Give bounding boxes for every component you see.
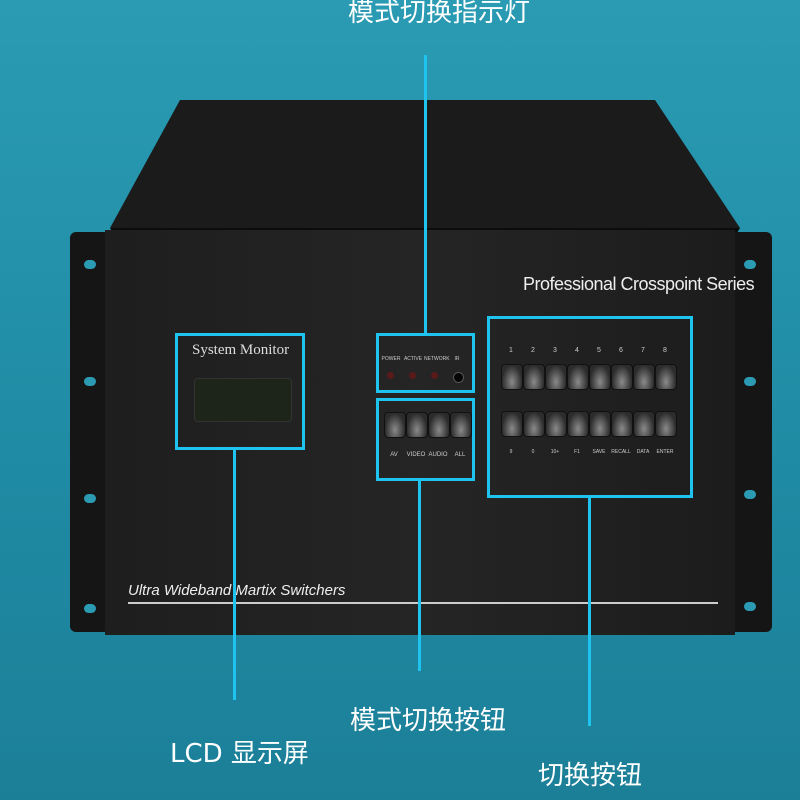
function-button-f1[interactable] (567, 411, 589, 437)
ir-sensor (453, 372, 464, 383)
left-rack-ear (70, 232, 110, 632)
switch-number-label: 4 (575, 347, 579, 354)
function-button-label: 10+ (550, 449, 560, 455)
function-button-label: DATA (636, 449, 650, 455)
function-button-data[interactable] (633, 411, 655, 437)
indicator-led (387, 372, 394, 379)
function-button-0[interactable] (523, 411, 545, 437)
indicator-leader-line (424, 55, 427, 335)
lcd-title: System Monitor (192, 342, 290, 358)
switch-buttons-annotation: 切换按钮 (538, 761, 643, 791)
mode-button-box (376, 398, 475, 481)
function-button-10+[interactable] (545, 411, 567, 437)
switch-number-label: 7 (641, 347, 645, 354)
switch-button-4[interactable] (567, 364, 589, 390)
function-button-label: 9 (509, 449, 513, 455)
mode-leader-line (418, 481, 421, 671)
mode-button-video[interactable] (406, 412, 428, 438)
function-button-label: SAVE (592, 449, 606, 455)
mode-button-av[interactable] (384, 412, 406, 438)
function-button-label: F1 (574, 449, 580, 455)
lcd-screen (194, 378, 292, 422)
mode-button-label: VIDEO (406, 452, 426, 458)
indicator-led (409, 372, 416, 379)
switch-button-8[interactable] (655, 364, 677, 390)
indicator-led (431, 372, 438, 379)
switch-button-1[interactable] (501, 364, 523, 390)
function-button-label: ENTER (656, 449, 674, 455)
mode-button-all[interactable] (450, 412, 472, 438)
switch-button-2[interactable] (523, 364, 545, 390)
switch-leader-line (588, 498, 591, 726)
indicator-annotation: 模式切换指示灯 (348, 0, 531, 28)
indicator-label: ACTIVE (403, 356, 423, 362)
indicator-label: POWER (381, 356, 401, 362)
indicator-box (376, 333, 475, 393)
function-button-recall[interactable] (611, 411, 633, 437)
switch-number-label: 6 (619, 347, 623, 354)
switch-number-label: 8 (663, 347, 667, 354)
switch-number-label: 2 (531, 347, 535, 354)
lcd-box (175, 333, 305, 450)
indicator-label: IR (454, 356, 460, 362)
function-button-label: 0 (531, 449, 535, 455)
switch-number-label: 5 (597, 347, 601, 354)
right-rack-ear (728, 232, 772, 632)
lcd-annotation: LCD 显示屏 (170, 739, 309, 769)
function-button-save[interactable] (589, 411, 611, 437)
mode-button-audio[interactable] (428, 412, 450, 438)
switch-number-label: 3 (553, 347, 557, 354)
function-button-9[interactable] (501, 411, 523, 437)
switch-number-label: 1 (509, 347, 513, 354)
mode-button-label: AUDIO (428, 452, 448, 458)
function-button-enter[interactable] (655, 411, 677, 437)
model-label: Ultra Wideband Martix Switchers (128, 582, 346, 599)
function-button-label: RECALL (611, 449, 631, 455)
mode-button-label: AV (390, 452, 398, 458)
switch-button-3[interactable] (545, 364, 567, 390)
series-label: Professional Crosspoint Series (523, 274, 755, 294)
switch-button-box (487, 316, 693, 498)
switch-button-7[interactable] (633, 364, 655, 390)
lcd-leader-line (233, 450, 236, 700)
mode-button-label: ALL (454, 452, 466, 458)
switch-button-5[interactable] (589, 364, 611, 390)
mode-buttons-annotation: 模式切换按钮 (350, 706, 507, 736)
model-underline (128, 602, 718, 604)
switch-button-6[interactable] (611, 364, 633, 390)
indicator-label: NETWORK (424, 356, 450, 362)
